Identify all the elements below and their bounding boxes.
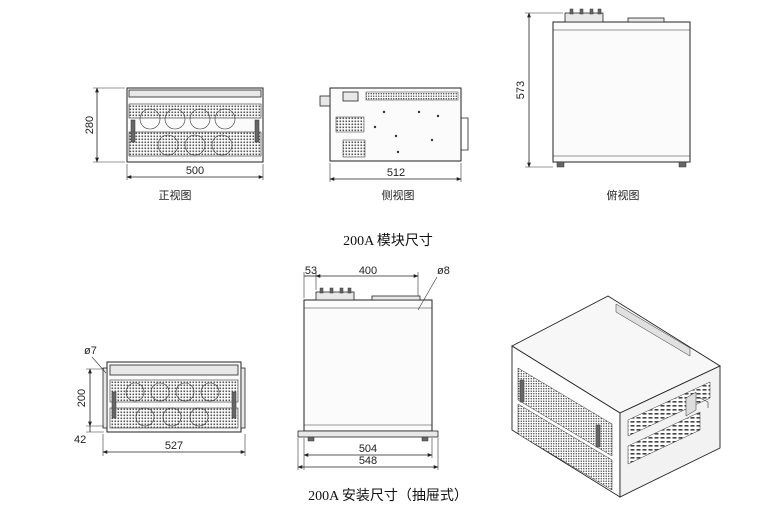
side-top-vent (365, 91, 459, 101)
install-top-left-foot (307, 436, 315, 442)
top-depth-label: 573 (515, 81, 527, 99)
top-view: 573 俯视图 (515, 8, 691, 202)
front-view: 500 280 正视图 (84, 87, 264, 202)
top-right-foot (678, 161, 687, 168)
iso-side-handle (699, 397, 709, 408)
install-top-terminals (319, 287, 352, 294)
install-upper-vent (109, 379, 239, 403)
iso-front-upper-vent (517, 367, 613, 457)
side-view: 512 侧视图 (319, 87, 469, 202)
install-front-bottom-label: 42 (74, 434, 86, 446)
install-front-width-label: 527 (165, 440, 183, 452)
install-left-ear (102, 367, 108, 429)
install-top-inner-width-label: 504 (359, 443, 377, 455)
install-top-outline (303, 299, 433, 432)
side-bottom-vent (342, 139, 366, 158)
install-top-left-label: 53 (305, 265, 317, 277)
section1-title: 200A 模块尺寸 (343, 233, 433, 249)
iso-side-lower-vent (627, 411, 701, 465)
side-middle-vent (335, 116, 365, 133)
install-top-right-foot (421, 436, 429, 442)
top-left-foot (556, 161, 565, 168)
top-terminal-block (564, 12, 604, 23)
section2-title: 200A 安装尺寸（抽屉式） (308, 488, 468, 504)
front-lower-vent (128, 131, 262, 157)
front-height-label: 280 (84, 116, 96, 134)
top-install-view: 53 400 ø8 504 548 (297, 265, 450, 470)
install-front-dia-label: ø7 (84, 345, 97, 357)
front-view-caption: 正视图 (159, 188, 192, 202)
iso-right-handle (595, 424, 601, 448)
front-right-handle (254, 119, 260, 143)
front-left-handle (130, 119, 136, 143)
install-top-rear-plate (371, 295, 421, 301)
top-rear-plate (627, 17, 665, 23)
install-top-terminal-block (315, 291, 355, 301)
front-upper-vent (128, 103, 262, 119)
side-display-window (342, 91, 359, 102)
install-left-handle (111, 391, 117, 419)
install-top-outer-width-label: 548 (359, 455, 377, 467)
install-fans (125, 382, 220, 427)
install-front-flange (297, 430, 439, 438)
top-terminals (569, 8, 602, 15)
install-right-handle (231, 391, 237, 419)
side-screws (373, 110, 440, 154)
iso-side-upper-vent (627, 381, 711, 437)
iso-side-display (685, 391, 697, 417)
iso-top-rear-plate (615, 303, 691, 357)
iso-front-lower-vent (517, 403, 613, 491)
front-width-label: 500 (186, 165, 204, 177)
top-view-caption: 俯视图 (607, 188, 640, 202)
front-top-strip (128, 89, 262, 98)
side-handle (461, 117, 469, 151)
install-front-height-label: 200 (76, 389, 88, 407)
install-top-mid-label: 400 (359, 265, 377, 277)
side-width-label: 512 (387, 167, 405, 179)
side-view-caption: 侧视图 (382, 188, 415, 202)
front-fans (139, 108, 236, 156)
install-top-dia-label: ø8 (437, 265, 450, 277)
iso-left-handle (519, 379, 525, 403)
install-top-strip (109, 364, 239, 376)
front-install-view: ø7 200 42 527 (74, 345, 246, 456)
top-panel-outline (552, 21, 691, 163)
install-lower-vent (109, 407, 239, 429)
isometric-view (511, 295, 721, 498)
install-right-ear (240, 367, 246, 429)
side-left-bracket (319, 95, 331, 107)
